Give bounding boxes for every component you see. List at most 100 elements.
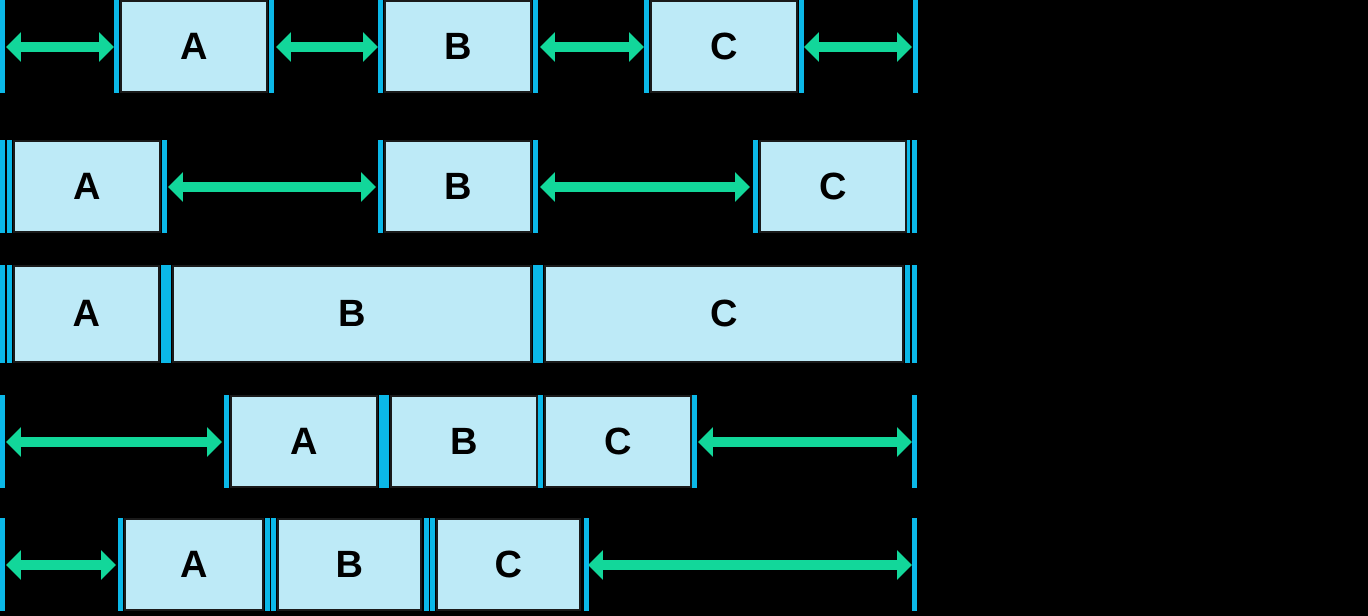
flex-item-box: A [13,140,161,233]
item-edge-marker-right [905,265,910,363]
spacing-double-arrow-icon [6,550,116,580]
arrow-head-right-icon [361,172,376,202]
item-edge-marker-right [379,395,384,488]
arrow-head-left-icon [6,32,21,62]
diagram-row: A B C [0,0,1368,93]
arrow-head-left-icon [698,427,713,457]
container-edge-marker [912,395,917,488]
arrow-shaft [19,42,101,52]
flex-item-label: C [819,165,847,208]
arrow-shaft [181,182,363,192]
arrow-head-right-icon [735,172,750,202]
arrow-head-left-icon [276,32,291,62]
flex-item-label: B [335,543,364,586]
container-edge-marker [912,140,917,233]
item-edge-marker-right [533,140,538,233]
spacing-double-arrow-icon [804,32,912,62]
item-edge-marker-left [430,518,435,611]
flex-item-box: A [124,518,264,611]
item-edge-marker-right [265,518,270,611]
flex-item-label: A [180,25,208,68]
arrow-shaft [19,560,103,570]
arrow-head-right-icon [99,32,114,62]
flex-item-box: A [230,395,378,488]
arrow-head-left-icon [6,427,21,457]
arrow-head-right-icon [207,427,222,457]
item-edge-marker-right [533,265,538,363]
item-edge-marker-left [753,140,758,233]
flex-item-label: B [444,25,472,68]
item-edge-marker-right [161,265,166,363]
flex-item-label: B [444,165,472,208]
item-edge-marker-right [584,518,589,611]
item-edge-marker-right [692,395,697,488]
diagram-row: A B C [0,265,1368,363]
item-edge-marker-left [378,0,383,93]
container-edge-marker [912,265,917,363]
item-edge-marker-left [644,0,649,93]
diagram-row: A B C [0,518,1368,611]
arrow-head-right-icon [629,32,644,62]
item-edge-marker-left [384,395,389,488]
flex-item-label: A [290,420,318,463]
item-edge-marker-right [162,140,167,233]
flex-item-label: A [73,165,101,208]
spacing-double-arrow-icon [276,32,378,62]
item-edge-marker-left [114,0,119,93]
spacing-double-arrow-icon [540,32,644,62]
item-edge-marker-left [271,518,276,611]
container-edge-marker [0,0,5,93]
arrow-head-right-icon [363,32,378,62]
item-edge-marker-left [378,140,383,233]
flex-item-label: A [72,293,101,335]
item-edge-marker-left [7,265,12,363]
flex-item-box: B [384,0,532,93]
arrow-head-left-icon [540,172,555,202]
flex-item-box: C [436,518,581,611]
arrow-head-left-icon [540,32,555,62]
flex-item-box: C [544,265,904,363]
arrow-shaft [19,437,209,447]
container-edge-marker [0,395,5,488]
flex-item-label: B [450,420,478,463]
flex-item-box: B [277,518,422,611]
item-edge-marker-right [799,0,804,93]
flex-item-box: A [13,265,160,363]
arrow-head-right-icon [897,550,912,580]
arrow-head-left-icon [804,32,819,62]
spacing-double-arrow-icon [6,427,222,457]
item-edge-marker-right [424,518,429,611]
arrow-shaft [553,42,631,52]
arrow-head-left-icon [6,550,21,580]
item-edge-marker-left [7,140,12,233]
container-edge-marker [913,0,918,93]
arrow-head-right-icon [101,550,116,580]
arrow-head-left-icon [588,550,603,580]
diagram-row: A B C [0,395,1368,488]
container-edge-marker [0,518,5,611]
arrow-shaft [817,42,899,52]
item-edge-marker-left [166,265,171,363]
flex-item-label: A [180,543,208,586]
spacing-double-arrow-icon [698,427,912,457]
spacing-double-arrow-icon [540,172,750,202]
flex-item-box: A [120,0,268,93]
flex-item-label: C [710,25,738,68]
arrow-head-right-icon [897,32,912,62]
item-edge-marker-right [269,0,274,93]
arrow-shaft [553,182,737,192]
flex-item-label: B [338,293,366,335]
arrow-shaft [289,42,365,52]
flex-item-label: C [604,420,632,463]
item-edge-marker-right [905,140,910,233]
item-edge-marker-right [533,0,538,93]
item-edge-marker-left [538,265,543,363]
arrow-head-left-icon [168,172,183,202]
flex-item-box: B [172,265,532,363]
arrow-shaft [601,560,899,570]
item-edge-marker-left [224,395,229,488]
container-edge-marker [912,518,917,611]
diagram-row: A B C [0,140,1368,233]
container-edge-marker [0,140,5,233]
flex-item-box: B [390,395,538,488]
